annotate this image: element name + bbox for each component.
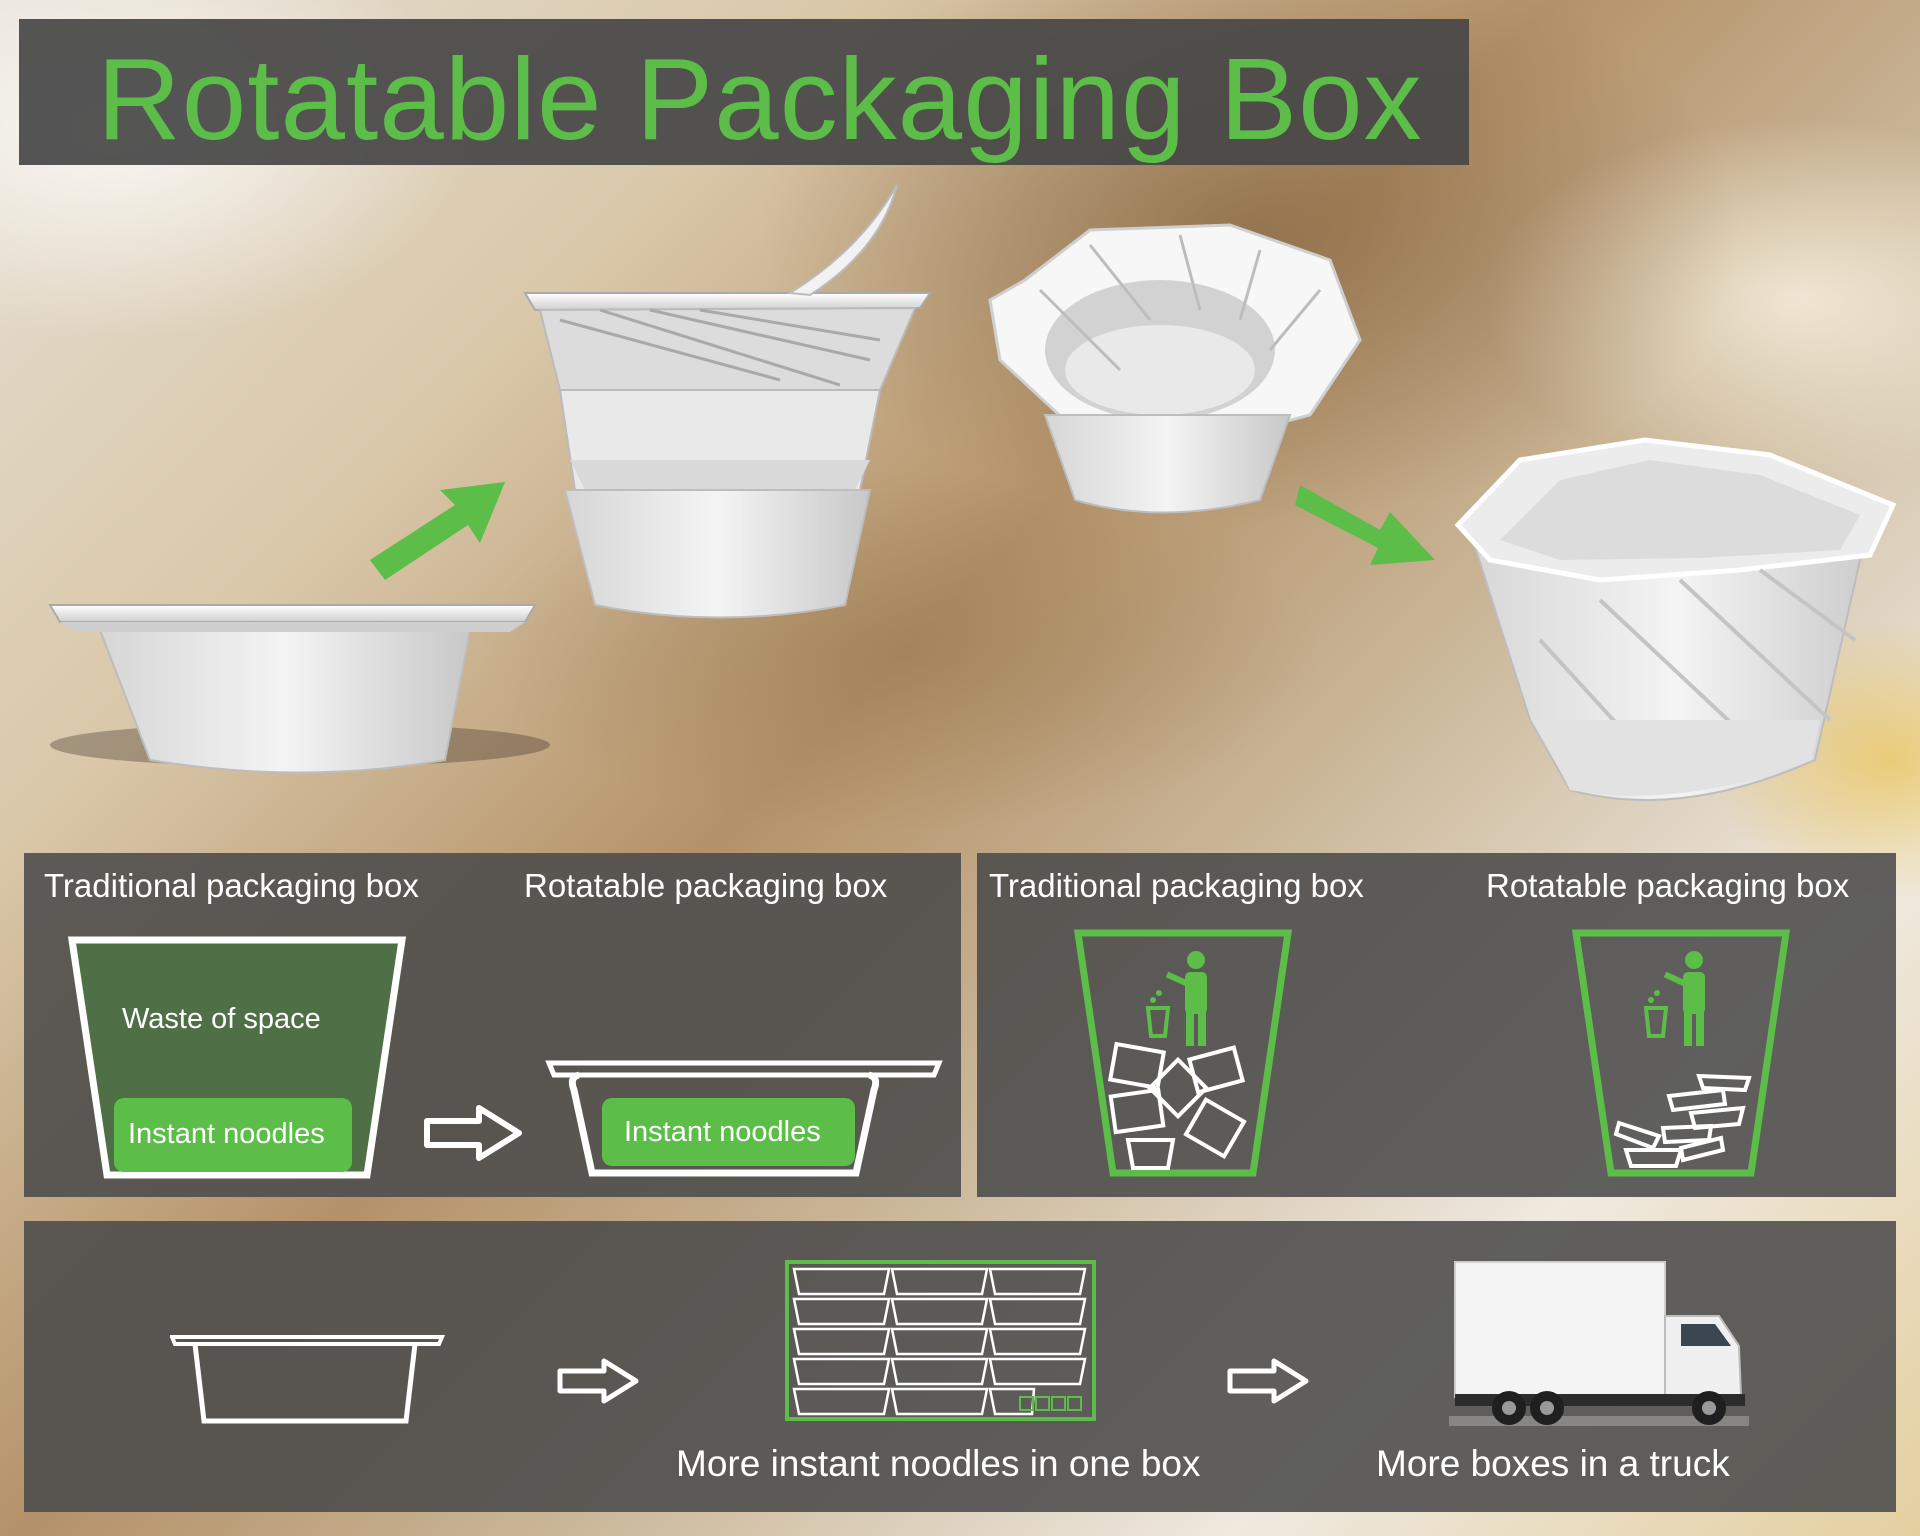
page-title: Rotatable Packaging Box (97, 34, 1423, 164)
instant-noodles-label-right: Instant noodles (624, 1116, 821, 1148)
expanding-box-image (988, 223, 1362, 514)
space-comparison-panel: Traditional packaging box Rotatable pack… (24, 853, 961, 1197)
trash-comparison-panel: Traditional packaging box Rotatable pack… (977, 853, 1896, 1197)
traditional-box-label: Traditional packaging box (44, 867, 419, 904)
traditional-box-label: Traditional packaging box (989, 867, 1364, 904)
more-noodles-caption: More instant noodles in one box (676, 1443, 1201, 1484)
instant-noodles-label-left: Instant noodles (128, 1118, 325, 1150)
person-throwing-trash-icon (1145, 951, 1207, 1046)
truck-icon (1449, 1261, 1749, 1426)
outline-arrow-icon (1227, 1358, 1309, 1404)
trash-bin-icon (1571, 929, 1791, 1177)
outline-arrow-icon (557, 1358, 639, 1404)
outline-arrow-icon (424, 1105, 522, 1161)
transport-panel: More instant noodles in one box More box… (24, 1221, 1896, 1512)
expanded-box-image (1454, 437, 1897, 801)
title-bar: Rotatable Packaging Box (19, 19, 1469, 165)
instant-noodles-block-left (114, 1098, 352, 1172)
green-arrow-icon (1295, 485, 1435, 565)
instant-noodles-block-right (602, 1098, 855, 1166)
rotatable-box-diagram (545, 1060, 943, 1177)
rotatable-box-label: Rotatable packaging box (524, 867, 888, 904)
more-boxes-caption: More boxes in a truck (1376, 1443, 1730, 1484)
person-throwing-trash-icon (1643, 951, 1705, 1046)
carton-box-icon (785, 1260, 1096, 1421)
flat-box-image (48, 604, 550, 774)
rotatable-box-label: Rotatable packaging box (1486, 867, 1850, 904)
trash-bin-icon (1073, 929, 1293, 1177)
single-box-diagram (170, 1335, 446, 1424)
twisting-box-image (523, 184, 932, 619)
green-arrow-icon (370, 482, 505, 580)
box-transformation-illustration (48, 184, 1897, 801)
waste-of-space-label: Waste of space (122, 1003, 321, 1035)
